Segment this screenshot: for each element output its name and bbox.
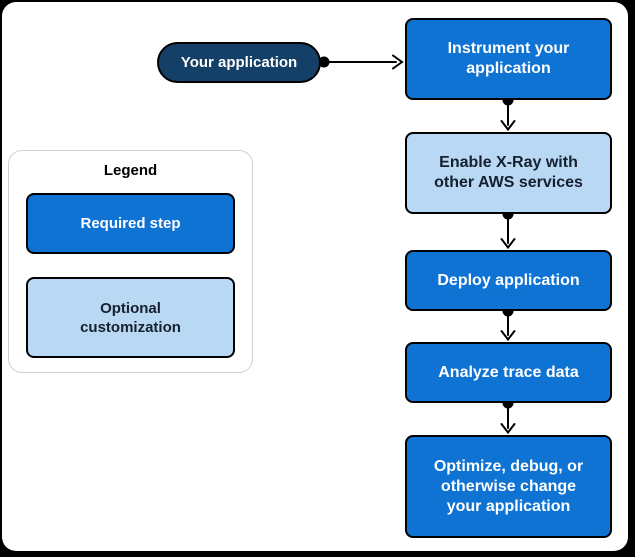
legend-title: Legend bbox=[103, 162, 158, 179]
legend-item-optional-customization: Optional customization bbox=[26, 277, 235, 358]
node-analyze-trace-data: Analyze trace data bbox=[405, 342, 612, 403]
node-your-application: Your application bbox=[157, 42, 321, 83]
legend-item-optional-customization-label: Optional customization bbox=[80, 299, 181, 336]
node-instrument-application: Instrument your application bbox=[405, 18, 612, 100]
node-enable-xray-services: Enable X-Ray with other AWS services bbox=[405, 132, 612, 214]
node-optimize-debug-change: Optimize, debug, or otherwise change you… bbox=[405, 435, 612, 538]
node-instrument-application-label: Instrument your application bbox=[447, 40, 570, 77]
node-your-application-label: Your application bbox=[180, 53, 298, 71]
legend-item-required-step: Required step bbox=[26, 193, 235, 254]
node-deploy-application: Deploy application bbox=[405, 250, 612, 311]
legend-item-required-step-label: Required step bbox=[80, 215, 181, 232]
node-enable-xray-services-label: Enable X-Ray with other AWS services bbox=[434, 154, 583, 191]
node-analyze-trace-data-label: Analyze trace data bbox=[438, 363, 579, 381]
node-optimize-debug-change-label: Optimize, debug, or otherwise change you… bbox=[433, 457, 584, 515]
node-deploy-application-label: Deploy application bbox=[437, 271, 580, 289]
